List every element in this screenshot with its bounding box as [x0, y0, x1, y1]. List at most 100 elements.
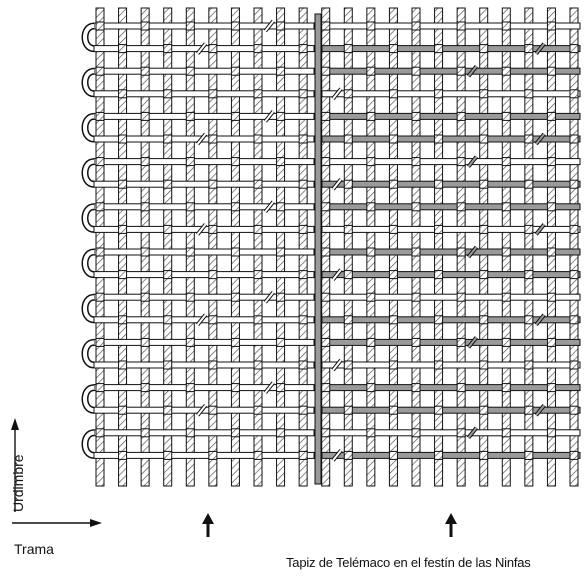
- weft-turn: [83, 340, 95, 367]
- warp-over-weft: [95, 247, 105, 257]
- warp-over-weft: [343, 450, 353, 460]
- warp-over-weft: [501, 247, 511, 257]
- warp-thread: [95, 7, 105, 487]
- warp-over-weft: [546, 66, 556, 76]
- warp-over-weft: [321, 202, 331, 212]
- warp-over-weft: [501, 428, 511, 438]
- warp-over-weft: [569, 44, 579, 54]
- warp-over-weft: [118, 179, 128, 189]
- warp-over-weft: [163, 450, 173, 460]
- warp-over-weft: [479, 450, 489, 460]
- warp-thread: [479, 7, 489, 487]
- warp-over-weft: [569, 450, 579, 460]
- warp-over-weft: [321, 157, 331, 167]
- warp-over-weft: [546, 157, 556, 167]
- warp-over-weft: [456, 66, 466, 76]
- warp-over-weft: [524, 179, 534, 189]
- warp-over-weft: [253, 360, 263, 370]
- warp-over-weft: [546, 383, 556, 393]
- warp-over-weft: [185, 111, 195, 121]
- up-arrow-marker: [202, 513, 214, 537]
- warp-over-weft: [524, 360, 534, 370]
- warp-over-weft: [479, 405, 489, 415]
- warp-over-weft: [343, 315, 353, 325]
- weft-join: [332, 178, 342, 190]
- warp-over-weft: [366, 21, 376, 31]
- warp-over-weft: [434, 360, 444, 370]
- weft-join: [467, 427, 478, 439]
- diagram-caption: Tapiz de Telémaco en el festín de las Ni…: [286, 555, 531, 570]
- warp-axis-label: Urdimbre: [10, 454, 26, 512]
- warp-over-weft: [434, 450, 444, 460]
- weft-join: [264, 381, 275, 394]
- weft-join: [467, 155, 478, 168]
- warp-over-weft: [388, 405, 398, 415]
- warp-over-weft: [208, 134, 218, 144]
- warp-over-weft: [185, 337, 195, 347]
- warp-over-weft: [253, 315, 263, 325]
- weft-thread: [321, 225, 581, 233]
- warp-over-weft: [163, 89, 173, 99]
- warp-over-weft: [343, 224, 353, 234]
- warp-over-weft: [479, 89, 489, 99]
- warp-over-weft: [366, 428, 376, 438]
- warp-over-weft: [479, 179, 489, 189]
- weft-thread: [321, 45, 581, 53]
- warp-over-weft: [411, 337, 421, 347]
- warp-over-weft: [456, 383, 466, 393]
- warp-over-weft: [546, 337, 556, 347]
- weft-turn: [83, 24, 95, 51]
- weft-join: [467, 336, 478, 349]
- warp-over-weft: [569, 179, 579, 189]
- warp-thread: [569, 7, 579, 487]
- weft-direction-arrow: [12, 519, 102, 527]
- warp-over-weft: [388, 89, 398, 99]
- warp-over-weft: [95, 292, 105, 302]
- warp-over-weft: [411, 428, 421, 438]
- warp-over-weft: [388, 360, 398, 370]
- warp-over-weft: [118, 405, 128, 415]
- warp-thread: [118, 7, 128, 487]
- warp-thread: [185, 7, 195, 487]
- warp-over-weft: [569, 134, 579, 144]
- warp-over-weft: [276, 157, 286, 167]
- warp-over-weft: [95, 337, 105, 347]
- warp-over-weft: [140, 157, 150, 167]
- warp-over-weft: [185, 383, 195, 393]
- warp-over-weft: [434, 89, 444, 99]
- weft-thread: [321, 271, 581, 279]
- warp-over-weft: [388, 450, 398, 460]
- weft-join: [196, 314, 207, 326]
- warp-over-weft: [321, 111, 331, 121]
- warp-over-weft: [343, 270, 353, 280]
- warp-over-weft: [321, 383, 331, 393]
- warp-over-weft: [343, 360, 353, 370]
- weft-join: [535, 42, 545, 55]
- warp-over-weft: [163, 270, 173, 280]
- warp-over-weft: [524, 134, 534, 144]
- warp-over-weft: [343, 179, 353, 189]
- warp-over-weft: [298, 450, 308, 460]
- warp-over-weft: [95, 383, 105, 393]
- warp-over-weft: [118, 315, 128, 325]
- warp-over-weft: [546, 247, 556, 257]
- warp-over-weft: [95, 21, 105, 31]
- warp-over-weft: [388, 315, 398, 325]
- warp-over-weft: [208, 44, 218, 54]
- warp-over-weft: [140, 428, 150, 438]
- warp-over-weft: [185, 202, 195, 212]
- weft-turn: [83, 159, 95, 187]
- weft-threads: [81, 19, 581, 462]
- weft-thread: [321, 112, 581, 120]
- warp-over-weft: [501, 202, 511, 212]
- weft-join: [535, 314, 545, 326]
- warp-over-weft: [388, 270, 398, 280]
- weft-thread: [321, 338, 581, 346]
- weft-thread: [93, 90, 315, 98]
- warp-over-weft: [140, 337, 150, 347]
- weft-thread: [321, 203, 581, 211]
- warp-thread: [298, 7, 308, 487]
- warp-over-weft: [276, 21, 286, 31]
- warp-thread: [343, 7, 353, 487]
- warp-over-weft: [524, 450, 534, 460]
